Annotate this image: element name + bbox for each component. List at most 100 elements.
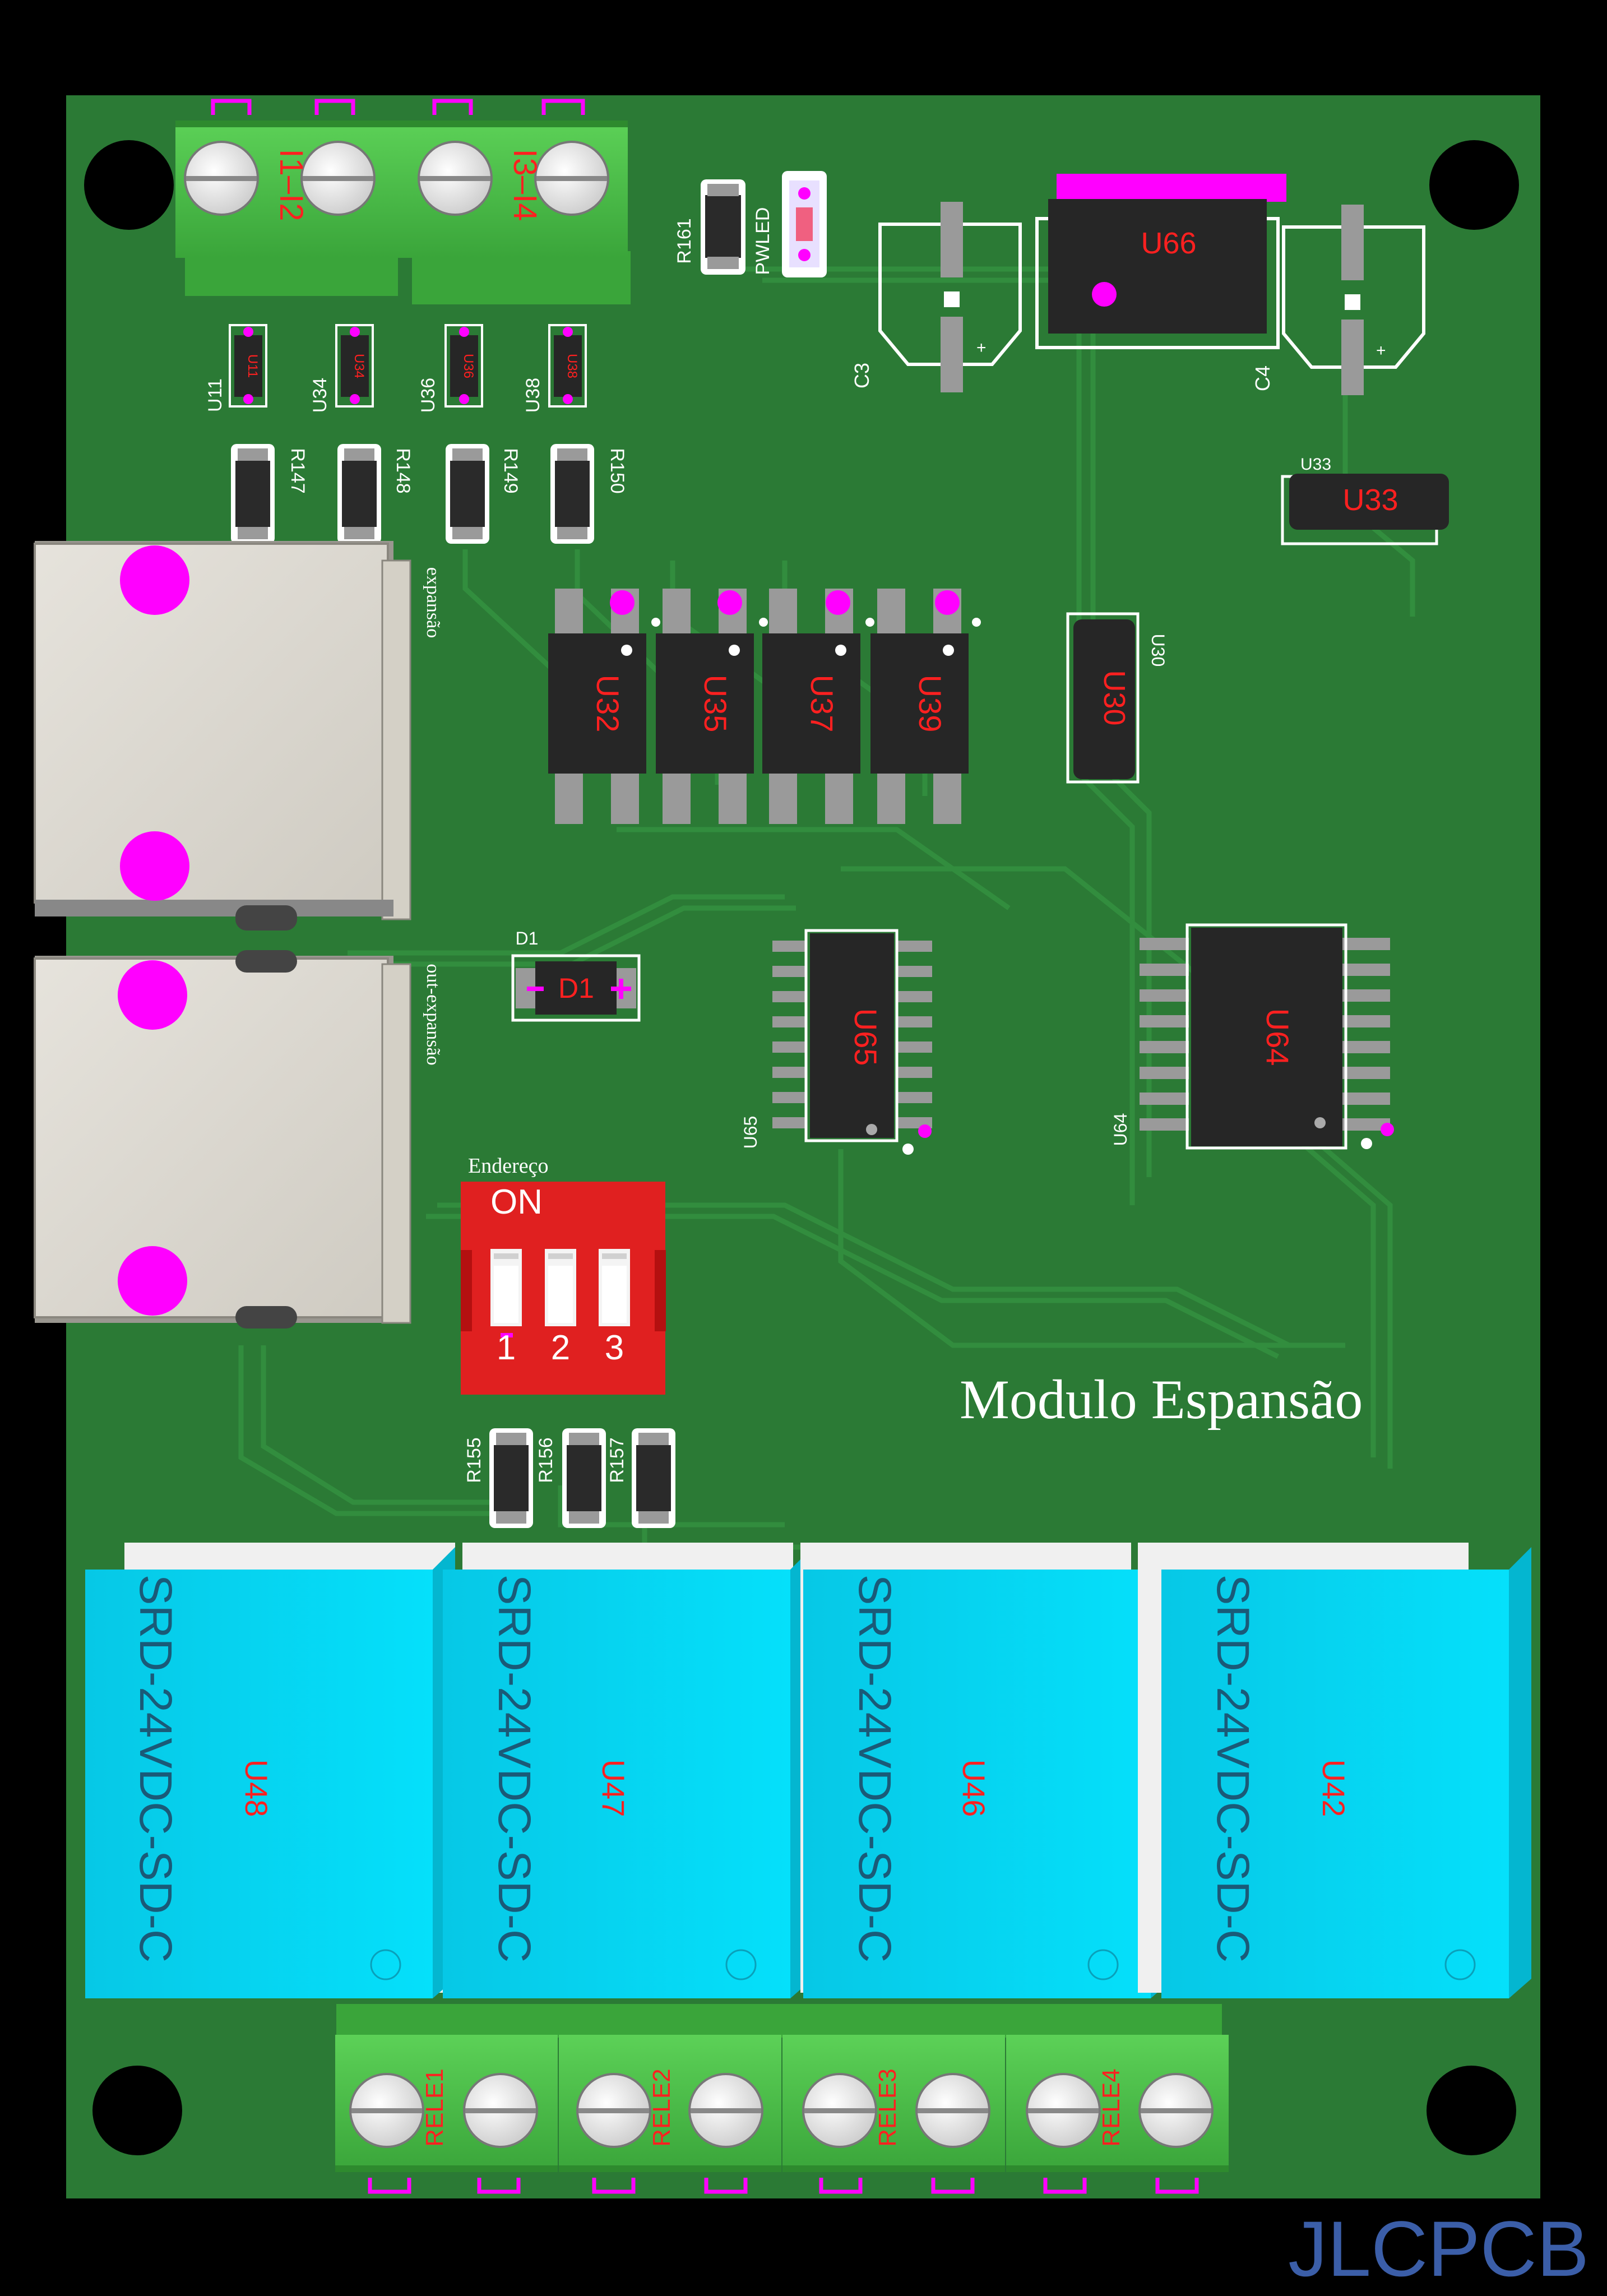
u32-label: U32 [590,675,626,733]
rele3-label: RELE3 [874,2068,901,2146]
dip-switch-position-2 [545,1249,576,1326]
c4-pad-bottom [1341,320,1364,395]
u30-silk: U30 [1148,634,1168,667]
dip-switch-caption: Endereço [468,1154,548,1178]
r147-label: R147 [287,448,308,493]
relay-u46 [800,1543,1173,1998]
u33-label: U33 [1342,483,1398,517]
input-terminal-block-1 [175,99,401,296]
mounting-holes [84,140,1519,2155]
pwled-label: PWLED [752,207,774,275]
u36-body: U36 [461,354,476,378]
diode-d1 [511,954,641,1022]
resistor-r147 [231,444,275,544]
input-terminal-label-2: I3–I4 [507,149,543,221]
u11-body: U11 [245,354,260,378]
rj45-out-expansao-label: out-expansão [423,964,443,1065]
c3-pad-top [941,202,963,277]
u38-body: U38 [564,354,580,378]
relay-u47-ref: U47 [596,1760,631,1817]
resistor-r161 [701,179,745,275]
ic-u64 [1140,923,1394,1150]
rj45-expansao [34,541,411,931]
d1-label: D1 [558,973,594,1004]
resistor-r156 [562,1428,606,1528]
d1-silk: D1 [516,928,539,948]
resistor-r149 [446,444,489,544]
relay-u46-ref: U46 [956,1760,992,1817]
c3-pad-bottom [941,317,963,392]
dip-switch-positions [490,1249,630,1337]
u39-label: U39 [913,675,948,733]
capacitor-c3 [878,223,1022,366]
rele1-label: RELE1 [421,2068,448,2146]
c3-label: C3 [850,363,873,388]
c4-plus: + [1376,341,1386,360]
u64-silk: U64 [1110,1113,1131,1146]
rj45-out-expansao [34,950,411,1328]
r148-label: R148 [392,448,414,493]
c3-polarity-mark [944,291,960,307]
dip-switch-number-3: 3 [605,1328,624,1367]
resistor-r157 [632,1428,675,1528]
output-terminal-rele1 [335,2035,558,2194]
u64-label: U64 [1260,1008,1295,1066]
dip-pin1-marker [501,1333,513,1337]
relay-u42 [1138,1543,1531,1998]
relay-u48-model: SRD-24VDC-SD-C [130,1575,181,1963]
u11-label: U11 [205,378,226,412]
u34-label: U34 [309,378,331,413]
component-u33 [1281,474,1449,545]
c4-polarity-mark [1345,294,1360,310]
u38-label: U38 [522,378,544,413]
resistor-row-top [231,444,594,544]
input-terminal-label-1: I1–I2 [273,149,309,221]
u36-label: U36 [418,378,439,413]
u34-body: U34 [351,354,367,378]
diode-row-top [229,324,587,408]
output-terminal-rele4 [1006,2035,1229,2194]
c3-plus: + [976,339,987,357]
power-led [782,171,827,277]
c4-pad-top [1341,205,1364,280]
dip-switch-number-2: 2 [551,1328,570,1367]
dip-switch-on-label: ON [490,1183,543,1221]
resistor-r155 [489,1428,533,1528]
u65-silk: U65 [740,1116,761,1149]
r149-label: R149 [500,448,521,493]
u33-silk: U33 [1300,455,1331,474]
optocoupler-u32 [548,589,660,824]
r155-label: R155 [464,1437,485,1483]
r161-label: R161 [674,218,695,263]
output-terminal-rele2 [559,2035,781,2194]
output-terminal-rele3 [782,2035,1005,2194]
rj45-expansao-label: expansão [423,567,443,638]
relay-row [85,1543,1531,1998]
dip-switch-number-1: 1 [497,1328,516,1367]
capacitor-c4 [1282,225,1425,369]
u30-label: U30 [1097,670,1131,725]
u37-label: U37 [804,675,840,733]
diode-u11 [229,324,267,408]
rele2-label: RELE2 [648,2068,675,2146]
board-title: Modulo Espansão [960,1368,1363,1431]
diode-u38 [548,324,587,408]
relay-u48-ref: U48 [239,1760,274,1817]
diode-u34 [335,324,374,408]
optocoupler-u39 [870,589,981,824]
optocoupler-u35 [656,589,768,824]
ic-u65 [772,929,932,1155]
regulator-u66 [1035,174,1286,349]
relay-u46-model: SRD-24VDC-SD-C [849,1575,900,1963]
optocoupler-u37 [762,589,874,824]
component-u30 [1066,612,1140,784]
relay-u42-ref: U42 [1316,1760,1351,1817]
u35-label: U35 [698,675,733,733]
resistor-r148 [337,444,381,544]
relay-u47-model: SRD-24VDC-SD-C [489,1575,540,1963]
r150-label: R150 [606,448,628,493]
resistor-r150 [550,444,594,544]
input-terminal-block-2 [401,99,631,304]
rele4-label: RELE4 [1097,2068,1125,2146]
